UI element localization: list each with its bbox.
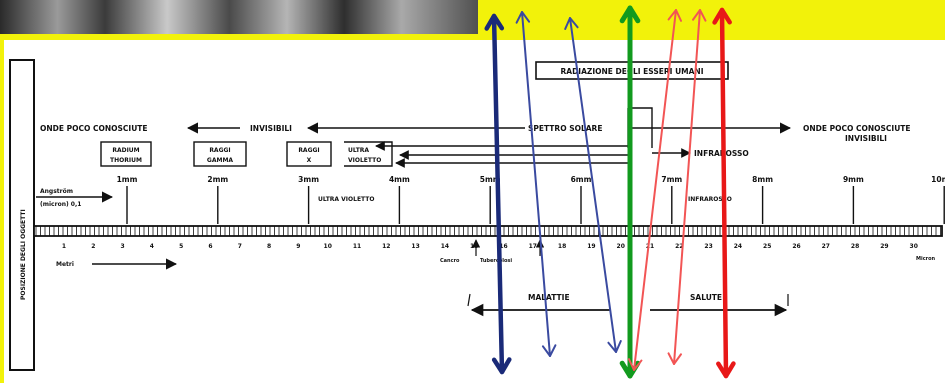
lower-scale-label: 8 bbox=[267, 243, 271, 250]
solar-spectrum-label: SPETTRO SOLARE bbox=[528, 124, 602, 133]
lower-scale-label: 7 bbox=[238, 243, 242, 250]
lower-scale-label: 11 bbox=[353, 243, 361, 250]
salute-label: SALUTE bbox=[690, 293, 722, 302]
red-double-arrow-3 bbox=[712, 7, 736, 379]
angstrom-label-1: Angström bbox=[40, 188, 73, 195]
lower-scale-label: 22 bbox=[675, 243, 683, 250]
ruler-ticks bbox=[35, 226, 941, 236]
blue-double-arrow-2 bbox=[564, 17, 622, 353]
box-xrays-line2: X bbox=[307, 157, 312, 164]
navy-double-arrow bbox=[484, 13, 512, 375]
box-xrays-line1: RAGGI bbox=[298, 147, 319, 154]
photo-thumbnail bbox=[0, 0, 483, 39]
tb-label: Tubercolosi bbox=[480, 258, 512, 264]
lower-scale-label: 27 bbox=[822, 243, 830, 250]
left-waves-label: ONDE POCO CONOSCIUTE bbox=[40, 124, 148, 133]
right-waves-label-1: ONDE POCO CONOSCIUTE bbox=[803, 124, 911, 133]
upper-tick-label: 8mm bbox=[752, 175, 773, 184]
box-radium-line2: THORIUM bbox=[110, 157, 142, 164]
lower-scale-label: 29 bbox=[880, 243, 888, 250]
upper-tick-label: 4mm bbox=[389, 175, 410, 184]
upper-tick-label: 6mm bbox=[571, 175, 592, 184]
blue-double-arrow-1 bbox=[515, 11, 557, 357]
lower-scale-label: 19 bbox=[587, 243, 595, 250]
lower-scale-label: 16 bbox=[499, 243, 507, 250]
colored-arrow-overlay bbox=[484, 5, 736, 379]
lower-scale-label: 24 bbox=[734, 243, 742, 250]
lower-scale-label: 15 bbox=[470, 243, 478, 250]
lower-scale-label: 28 bbox=[851, 243, 859, 250]
lower-scale-label: 13 bbox=[411, 243, 419, 250]
bottom-tick-left bbox=[467, 293, 471, 307]
lower-scale-label: 21 bbox=[646, 243, 654, 250]
lower-scale-label: 30 bbox=[910, 243, 918, 250]
uv-mid-label: ULTRA VIOLETTO bbox=[318, 196, 374, 203]
radium-thorium-box bbox=[100, 141, 152, 167]
solar-bracket bbox=[628, 107, 653, 148]
lower-scale-label: 17 bbox=[529, 243, 537, 250]
upper-tick-label: 2mm bbox=[207, 175, 228, 184]
uv-box-line1: ULTRA bbox=[348, 147, 369, 154]
upper-tick-label: 5mm bbox=[480, 175, 501, 184]
micron-label: Micron bbox=[916, 256, 936, 262]
lower-scale-label: 1 bbox=[62, 243, 66, 250]
lower-scale-label: 2 bbox=[91, 243, 95, 250]
lower-scale-label: 25 bbox=[763, 243, 771, 250]
lower-scale-label: 18 bbox=[558, 243, 566, 250]
lower-scale-label: 12 bbox=[382, 243, 390, 250]
upper-tick-label: 10mm bbox=[931, 175, 945, 184]
upper-tick-label: 1mm bbox=[117, 175, 138, 184]
x-rays-box bbox=[286, 141, 332, 167]
cancer-label: Cancro bbox=[440, 258, 460, 264]
lower-scale-label: 4 bbox=[150, 243, 154, 250]
lower-scale-label: 10 bbox=[324, 243, 332, 250]
box-gamma-line2: GAMMA bbox=[207, 157, 234, 164]
box-radium-line1: RADIUM bbox=[112, 147, 139, 154]
lower-scale-label: 3 bbox=[121, 243, 125, 250]
lower-scale-label: 5 bbox=[179, 243, 183, 250]
uv-box-line2: VIOLETTO bbox=[348, 157, 381, 164]
upper-tick-label: 7mm bbox=[661, 175, 682, 184]
box-gamma-line1: RAGGI bbox=[209, 147, 230, 154]
gamma-rays-box bbox=[193, 141, 247, 167]
lower-scale-label: 9 bbox=[296, 243, 300, 250]
side-label: POSIZIONE DEGLI OGGETTI bbox=[20, 209, 27, 300]
right-waves-label-2: INVISIBILI bbox=[845, 134, 887, 143]
lower-scale-label: 14 bbox=[441, 243, 449, 250]
lower-scale-label: 23 bbox=[704, 243, 712, 250]
main-ruler bbox=[33, 225, 943, 237]
lower-scale-label: 26 bbox=[792, 243, 800, 250]
upper-scale: 1mm 2mm 3mm 4mm 5mm 6mm 7mm 8mm 9mm 10mm bbox=[117, 175, 945, 224]
meters-label: Metri bbox=[56, 261, 74, 268]
infrared-mid-label: INFRAROSSO bbox=[688, 196, 732, 203]
upper-tick-label: 3mm bbox=[298, 175, 319, 184]
diagram-paper bbox=[4, 40, 945, 383]
side-label-box bbox=[9, 59, 35, 371]
upper-tick-label: 9mm bbox=[843, 175, 864, 184]
lower-scale-label: 6 bbox=[208, 243, 212, 250]
invisible-label: INVISIBILI bbox=[250, 124, 292, 133]
malattie-label: MALATTIE bbox=[528, 293, 570, 302]
angstrom-label-2: (micron) 0,1 bbox=[40, 201, 81, 208]
lower-scale-label: 20 bbox=[617, 243, 625, 250]
ultra-violet-bracket bbox=[344, 141, 393, 167]
red-double-arrow-2 bbox=[667, 9, 707, 365]
red-double-arrow-1 bbox=[627, 9, 683, 371]
